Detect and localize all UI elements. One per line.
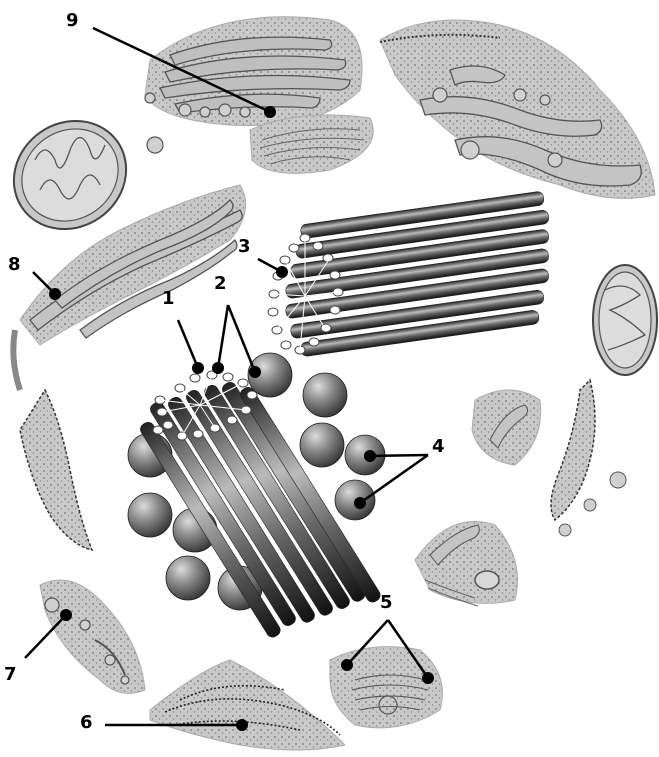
vesicle-cluster-right bbox=[472, 390, 541, 465]
label-6: 6 bbox=[80, 714, 93, 732]
golgi-region-5 bbox=[330, 647, 443, 728]
er-strip-right bbox=[551, 380, 626, 536]
label-8: 8 bbox=[8, 256, 21, 274]
golgi-right-lower bbox=[415, 522, 518, 606]
centriole-with-spheres bbox=[128, 353, 385, 639]
golgi-small-top bbox=[250, 115, 373, 173]
label-7: 7 bbox=[4, 666, 17, 684]
label-9: 9 bbox=[66, 12, 79, 30]
label-4: 4 bbox=[432, 438, 445, 456]
rough-er-top-right bbox=[380, 20, 655, 198]
centriole-bundle-3 bbox=[268, 191, 549, 357]
rough-er-bottom bbox=[150, 660, 345, 750]
vesicles-bottom-left bbox=[40, 580, 145, 693]
label-5: 5 bbox=[380, 594, 393, 612]
er-strip-left bbox=[20, 390, 92, 550]
mitochondrion-right bbox=[593, 265, 657, 375]
label-2: 2 bbox=[214, 275, 227, 293]
label-3: 3 bbox=[238, 238, 251, 256]
label-1: 1 bbox=[162, 290, 175, 308]
